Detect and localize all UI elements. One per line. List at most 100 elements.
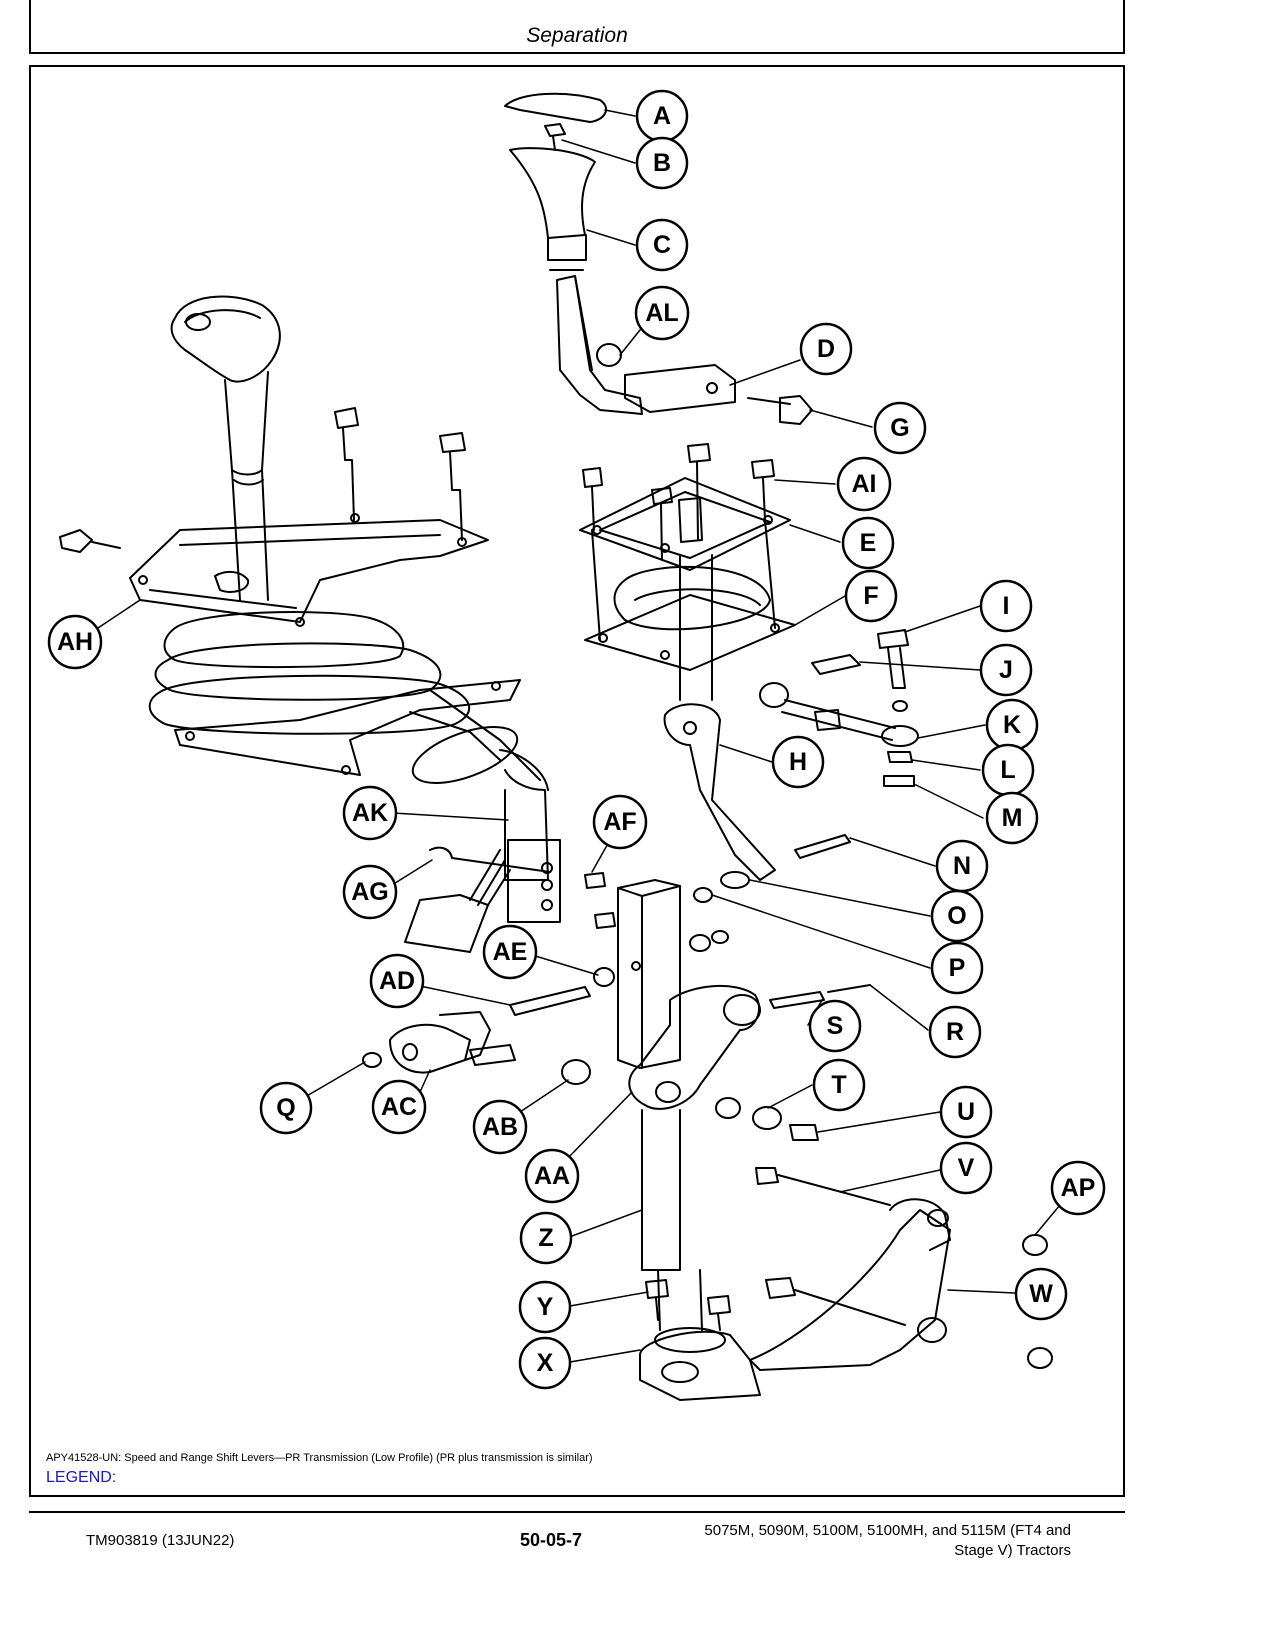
callout-ak: AK: [342, 785, 398, 841]
callout-circle: [930, 941, 984, 995]
callout-x: X: [518, 1336, 572, 1390]
callout-letter: AA: [534, 1162, 570, 1190]
callout-d: D: [799, 322, 853, 376]
callout-ap: AP: [1050, 1160, 1106, 1216]
callout-letter: S: [827, 1012, 844, 1040]
callout-ah: AH: [47, 614, 103, 670]
callout-circle: [808, 999, 862, 1053]
callout-w: W: [1014, 1267, 1068, 1321]
callout-letter: X: [537, 1349, 554, 1377]
callout-aa: AA: [524, 1148, 580, 1204]
callout-n: N: [935, 839, 989, 893]
callout-letter: AP: [1061, 1174, 1096, 1202]
callout-m: M: [985, 791, 1039, 845]
callout-j: J: [979, 643, 1033, 697]
callout-letter: G: [890, 414, 909, 442]
callout-letter: W: [1029, 1280, 1053, 1308]
header-box: Separation: [29, 0, 1125, 54]
callout-letter: H: [789, 748, 807, 776]
callout-letter: F: [863, 582, 878, 610]
section-title: Separation: [526, 24, 628, 47]
callout-ad: AD: [369, 953, 425, 1009]
document-id: TM903819 (13JUN22): [86, 1532, 235, 1549]
callout-circle: [518, 1280, 572, 1334]
callout-letter: AC: [381, 1093, 417, 1121]
callout-letter: A: [653, 102, 671, 130]
callout-z: Z: [519, 1211, 573, 1265]
callout-circle: [985, 791, 1039, 845]
callout-letter: Y: [537, 1293, 554, 1321]
callout-al: AL: [634, 285, 690, 341]
callout-f: F: [844, 569, 898, 623]
callout-letter: I: [1003, 592, 1010, 620]
callout-k: K: [985, 698, 1039, 752]
callout-circle: [524, 1148, 580, 1204]
callout-letter: T: [831, 1071, 846, 1099]
callout-circle: [812, 1058, 866, 1112]
callout-circle: [771, 735, 825, 789]
callout-e: E: [841, 516, 895, 570]
callout-circle: [259, 1081, 313, 1135]
callout-letter: N: [953, 852, 971, 880]
callout-r: R: [928, 1005, 982, 1059]
callout-circle: [873, 401, 927, 455]
callout-g: G: [873, 401, 927, 455]
callout-y: Y: [518, 1280, 572, 1334]
callout-ai: AI: [836, 456, 892, 512]
callout-circle: [592, 794, 648, 850]
callout-circle: [371, 1079, 427, 1135]
left-shift-lever-assembly: [59, 295, 561, 953]
callout-letter: R: [946, 1018, 964, 1046]
callout-ac: AC: [371, 1079, 427, 1135]
callout-circle: [979, 579, 1033, 633]
callout-s: S: [808, 999, 862, 1053]
shaft-and-bracket-assembly: [362, 872, 1053, 1401]
callout-circle: [635, 218, 689, 272]
callout-circle: [519, 1211, 573, 1265]
callout-letter: AH: [57, 628, 93, 656]
callout-letter: J: [999, 656, 1013, 684]
figure-frame: [29, 65, 1125, 1497]
callout-letter: K: [1003, 711, 1021, 739]
callout-circle: [939, 1141, 993, 1195]
callout-letter: M: [1002, 804, 1023, 832]
callout-letter: AB: [482, 1113, 518, 1141]
callout-circle: [342, 864, 398, 920]
callout-letter: Z: [538, 1224, 553, 1252]
callout-circle: [979, 643, 1033, 697]
callout-circle: [482, 924, 538, 980]
callout-ae: AE: [482, 924, 538, 980]
callout-letter: AI: [852, 470, 877, 498]
callout-letter: V: [958, 1154, 975, 1182]
callout-a: A: [635, 89, 689, 143]
callout-letter: Q: [276, 1094, 295, 1122]
callout-letter: E: [860, 529, 877, 557]
callout-letter: AL: [645, 299, 678, 327]
callout-letter: L: [1000, 756, 1015, 784]
callout-t: T: [812, 1058, 866, 1112]
callout-letter: O: [947, 902, 966, 930]
legend-label: LEGEND:: [46, 1469, 117, 1486]
model-list-line-2: Stage V) Tractors: [954, 1542, 1071, 1559]
callout-letter: AD: [379, 967, 415, 995]
callout-o: O: [930, 889, 984, 943]
callout-circle: [844, 569, 898, 623]
callout-q: Q: [259, 1081, 313, 1135]
callout-l: L: [981, 743, 1035, 797]
callout-letter: AE: [493, 938, 528, 966]
callout-circle: [841, 516, 895, 570]
callout-circle: [928, 1005, 982, 1059]
callout-ag: AG: [342, 864, 398, 920]
callout-u: U: [939, 1085, 993, 1139]
right-shift-lever-assembly: [504, 92, 919, 952]
callout-circle: [472, 1099, 528, 1155]
callout-p: P: [930, 941, 984, 995]
callout-circle: [1014, 1267, 1068, 1321]
callout-circle: [634, 285, 690, 341]
callout-circle: [1050, 1160, 1106, 1216]
callout-circle: [47, 614, 103, 670]
leader-lines: [94, 109, 1061, 1363]
callout-letter: B: [653, 149, 671, 177]
